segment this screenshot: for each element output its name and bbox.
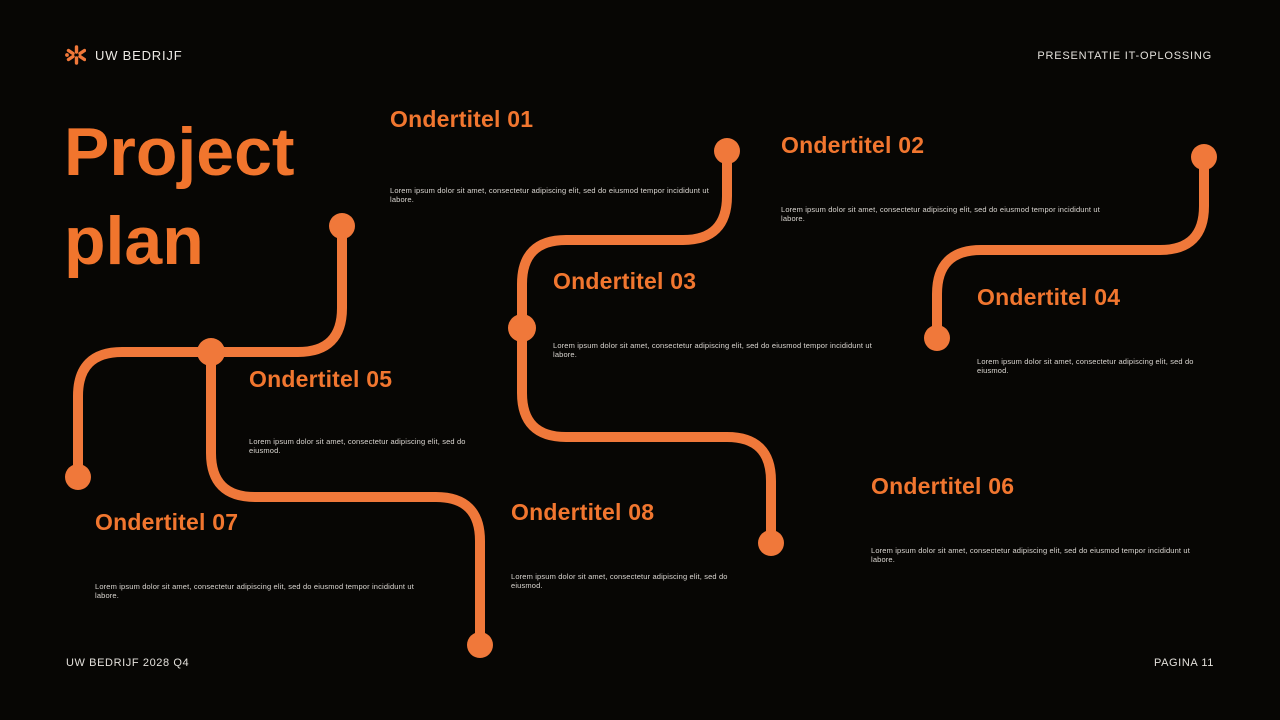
timeline-item-01: Ondertitel 01 Lorem ipsum dolor sit amet… xyxy=(390,106,720,204)
timeline-item-06: Ondertitel 06 Lorem ipsum dolor sit amet… xyxy=(871,473,1211,564)
timeline-item-02: Ondertitel 02 Lorem ipsum dolor sit amet… xyxy=(781,132,1121,223)
node-dot xyxy=(714,138,740,164)
node-dot xyxy=(197,338,225,366)
item-title: Ondertitel 03 xyxy=(553,268,697,294)
item-body: Lorem ipsum dolor sit amet, consectetur … xyxy=(553,341,872,359)
item-body: Lorem ipsum dolor sit amet, consectetur … xyxy=(977,357,1194,375)
item-body: Lorem ipsum dolor sit amet, consectetur … xyxy=(511,572,728,590)
node-dot xyxy=(508,314,536,342)
header-right-label: PRESENTATIE IT-OPLOSSING xyxy=(1037,50,1212,62)
sparkle-asterisk-icon xyxy=(65,45,86,65)
item-title: Ondertitel 07 xyxy=(95,509,239,535)
brand: UW BEDRIJF xyxy=(64,44,182,66)
item-body: Lorem ipsum dolor sit amet, consectetur … xyxy=(249,437,466,455)
connector-right xyxy=(932,152,1209,343)
footer-company: UW BEDRIJF 2028 Q4 xyxy=(66,657,190,669)
item-title: Ondertitel 05 xyxy=(249,366,393,392)
brand-label: UW BEDRIJF xyxy=(95,47,183,63)
item-body: Lorem ipsum dolor sit amet, consectetur … xyxy=(871,546,1190,564)
node-dot xyxy=(467,632,493,658)
item-title: Ondertitel 01 xyxy=(390,106,534,132)
item-title: Ondertitel 08 xyxy=(511,499,655,525)
item-body: Lorem ipsum dolor sit amet, consectetur … xyxy=(390,186,709,204)
item-title: Ondertitel 02 xyxy=(781,132,925,158)
item-title: Ondertitel 06 xyxy=(871,473,1015,499)
timeline-item-04: Ondertitel 04 Lorem ipsum dolor sit amet… xyxy=(977,284,1207,375)
timeline-item-05: Ondertitel 05 Lorem ipsum dolor sit amet… xyxy=(249,366,479,455)
node-dot xyxy=(65,464,91,490)
timeline-item-08: Ondertitel 08 Lorem ipsum dolor sit amet… xyxy=(511,499,741,590)
item-title: Ondertitel 04 xyxy=(977,284,1121,310)
timeline-item-07: Ondertitel 07 Lorem ipsum dolor sit amet… xyxy=(95,509,435,600)
timeline-item-03: Ondertitel 03 Lorem ipsum dolor sit amet… xyxy=(553,268,893,359)
connector-left-branch xyxy=(206,347,485,650)
item-body: Lorem ipsum dolor sit amet, consectetur … xyxy=(781,205,1100,223)
node-dot xyxy=(1191,144,1217,170)
footer-page-number: PAGINA 11 xyxy=(1153,657,1214,669)
node-dot xyxy=(924,325,950,351)
node-dot xyxy=(329,213,355,239)
item-body: Lorem ipsum dolor sit amet, consectetur … xyxy=(95,582,414,600)
page-title: Project plan xyxy=(64,114,295,279)
node-dot xyxy=(758,530,784,556)
